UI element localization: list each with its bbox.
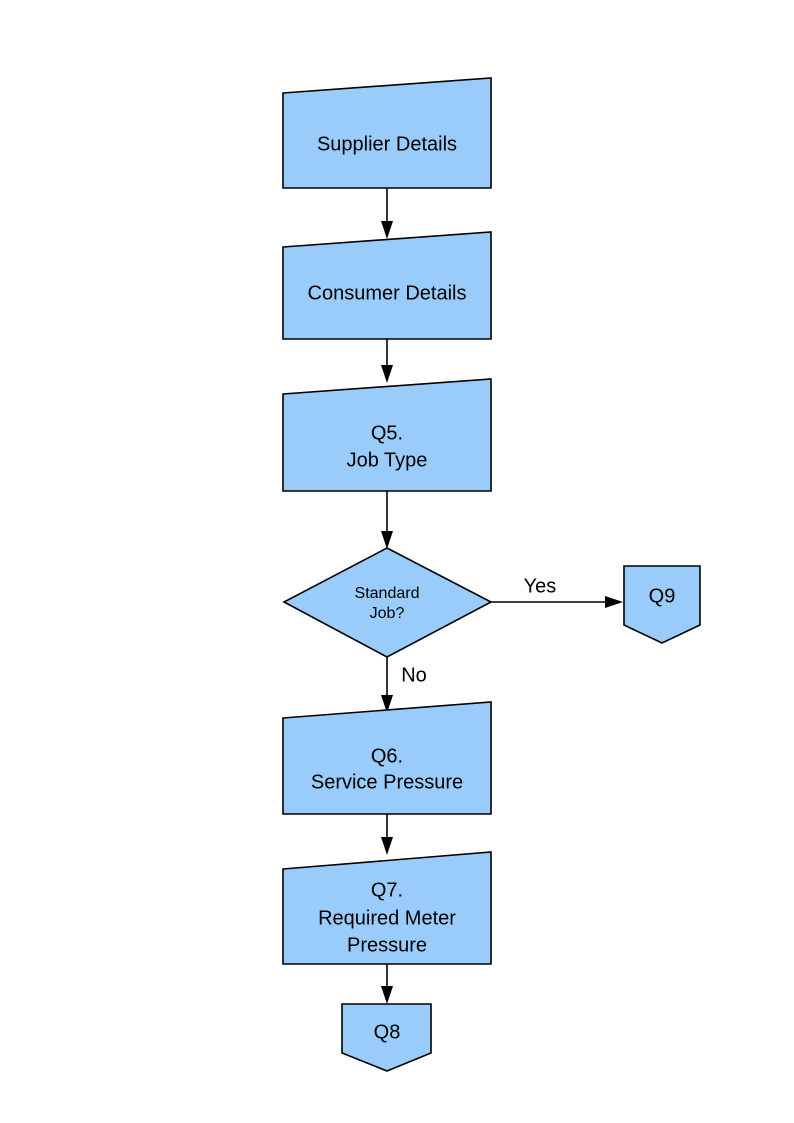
edge-label-no: No bbox=[401, 664, 427, 686]
q5-job-type-shape[interactable] bbox=[282, 378, 492, 492]
standard-job-label-line1: Standard bbox=[355, 585, 420, 602]
node-q6-service-pressure[interactable]: Q6. Service Pressure bbox=[282, 701, 492, 815]
edge-q6-to-q7 bbox=[381, 814, 393, 855]
supplier-details-shape[interactable] bbox=[282, 77, 492, 189]
q8-label: Q8 bbox=[374, 1021, 401, 1043]
node-consumer-details[interactable]: Consumer Details bbox=[282, 231, 492, 340]
standard-job-decision-shape[interactable] bbox=[282, 547, 493, 658]
q7-label-line3: Pressure bbox=[347, 934, 427, 956]
node-supplier-details[interactable]: Supplier Details bbox=[282, 77, 492, 189]
edge-supplier-to-consumer bbox=[381, 188, 393, 239]
supplier-details-label: Supplier Details bbox=[317, 133, 457, 155]
node-q7-required-meter-pressure[interactable]: Q7. Required Meter Pressure bbox=[282, 851, 492, 965]
arrow-head-icon bbox=[605, 596, 623, 608]
q9-shape[interactable] bbox=[623, 565, 701, 644]
q6-label-line1: Q6. bbox=[371, 745, 403, 767]
q8-shape[interactable] bbox=[341, 1003, 432, 1072]
q9-label: Q9 bbox=[649, 585, 676, 607]
arrow-head-icon bbox=[381, 221, 393, 239]
q7-required-meter-pressure-shape[interactable] bbox=[282, 851, 492, 965]
q5-job-type-label-line1: Q5. bbox=[371, 422, 403, 444]
q6-service-pressure-shape[interactable] bbox=[282, 701, 492, 815]
edge-q7-to-q8 bbox=[381, 964, 393, 1004]
edge-consumer-to-q5 bbox=[381, 339, 393, 383]
standard-job-label-line2: Job? bbox=[370, 605, 405, 622]
consumer-details-shape[interactable] bbox=[282, 231, 492, 340]
edge-label-yes: Yes bbox=[524, 575, 557, 597]
q7-label-line2: Required Meter bbox=[318, 907, 456, 929]
node-standard-job-decision[interactable]: Standard Job? bbox=[282, 547, 493, 658]
edge-decision-to-q6 bbox=[381, 657, 393, 713]
consumer-details-label: Consumer Details bbox=[308, 282, 467, 304]
edge-decision-to-q9 bbox=[491, 596, 623, 608]
arrow-head-icon bbox=[381, 531, 393, 549]
q5-job-type-label-line2: Job Type bbox=[347, 449, 428, 471]
node-q9[interactable]: Q9 bbox=[623, 565, 701, 644]
node-q5-job-type[interactable]: Q5. Job Type bbox=[282, 378, 492, 492]
arrow-head-icon bbox=[381, 365, 393, 383]
arrow-head-icon bbox=[381, 695, 393, 713]
edge-q5-to-decision bbox=[381, 491, 393, 549]
q7-label-line1: Q7. bbox=[371, 879, 403, 901]
arrow-head-icon bbox=[381, 986, 393, 1004]
q6-label-line2: Service Pressure bbox=[311, 771, 463, 793]
node-q8[interactable]: Q8 bbox=[341, 1003, 432, 1072]
arrow-head-icon bbox=[381, 837, 393, 855]
